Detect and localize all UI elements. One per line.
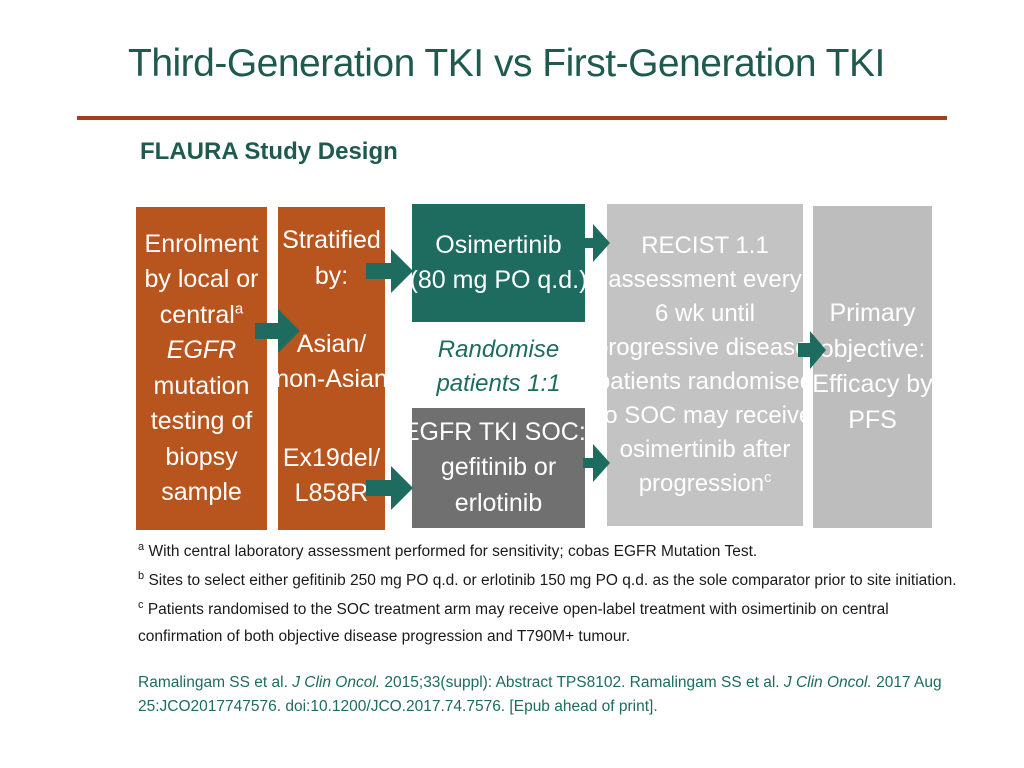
osimertinib-arm-box: Osimertinib (80 mg PO q.d.)	[409, 204, 588, 322]
osimertinib-line: (80 mg PO q.d.)	[409, 266, 588, 294]
footnote-a-text: With central laboratory assessment perfo…	[148, 543, 758, 560]
enrolment-line: biopsy	[165, 442, 238, 471]
ref-journal: J Clin Oncol.	[292, 674, 381, 691]
footnote-b: b Sites to select either gefitinib 250 m…	[138, 569, 957, 592]
stratified-line: by:	[314, 261, 349, 290]
footnote-c-continued: confirmation of both objective disease p…	[138, 625, 630, 648]
reference-line1: Ramalingam SS et al. J Clin Oncol. 2015;…	[138, 671, 942, 695]
enrolment-central-text: central	[159, 300, 235, 329]
stratified-line: Asian/	[296, 329, 367, 358]
stratified-factor-region: Asian/ non-Asian	[275, 302, 388, 422]
enrolment-line: centrala	[145, 298, 259, 334]
slide-title: Third-Generation TKI vs First-Generation…	[128, 42, 885, 85]
enrolment-box: Enrolment by local or centrala EGFR muta…	[136, 207, 267, 530]
footnote-b-text: Sites to select either gefitinib 250 mg …	[148, 572, 957, 589]
enrolment-line: testing of	[150, 407, 253, 435]
arrow-stratified-to-osimertinib	[366, 249, 413, 293]
footnote-marker-c: c	[764, 470, 772, 487]
enrolment-line: sample	[161, 478, 242, 506]
primary-line: PFS	[848, 405, 897, 434]
footnote-c-text-line1: Patients randomised to the SOC treatment…	[147, 601, 889, 618]
ref-text: Ramalingam SS et al.	[138, 674, 293, 691]
footnote-marker-b: b	[585, 417, 595, 435]
stratified-heading: Stratified by:	[278, 207, 385, 302]
randomise-line: patients 1:1	[436, 369, 561, 397]
soc-heading-text: EGFR TKI SOC:	[402, 417, 586, 446]
arrow-soc-to-recist	[583, 444, 610, 482]
reference-citation: Ramalingam SS et al. J Clin Oncol. 2015;…	[138, 671, 942, 719]
osimertinib-line: Osimertinib	[435, 230, 562, 259]
soc-line: gefitinib or	[440, 453, 557, 482]
footnote-a: a With central laboratory assessment per…	[138, 540, 757, 563]
primary-line: objective:	[819, 334, 926, 363]
recist-progression-text: progression	[638, 470, 765, 498]
stratified-line: Ex19del/	[282, 443, 381, 472]
enrolment-line: by local or	[144, 265, 259, 293]
recist-line: patients randomised	[596, 368, 814, 395]
recist-line: 6 wk until	[654, 299, 756, 327]
soc-arm-box: EGFR TKI SOC:b gefitinib or erlotinib	[403, 408, 594, 528]
recist-line: RECIST 1.1	[641, 231, 769, 259]
stratified-line: L858R	[294, 479, 369, 507]
randomise-line: Randomise	[437, 336, 560, 363]
soc-line: erlotinib	[454, 488, 543, 517]
footnote-c-text-line2: confirmation of both objective disease p…	[138, 628, 631, 645]
arrow-recist-to-primary	[798, 331, 826, 369]
reference-line2: 25:JCO2017747576. doi:10.1200/JCO.2017.7…	[138, 698, 658, 716]
ref-text: 2015;33(suppl): Abstract TPS8102. Ramali…	[380, 674, 784, 691]
footnote-c: c Patients randomised to the SOC treatme…	[138, 598, 889, 621]
footnote-marker-a: a	[234, 300, 244, 318]
stratified-line: Stratified	[282, 226, 381, 254]
recist-line: assessment every	[608, 265, 802, 293]
footnote-c-marker: c	[138, 598, 144, 611]
recist-line: osimertinib after	[619, 436, 791, 464]
primary-objective-box: Primary objective: Efficacy by PFS	[812, 206, 933, 528]
ref-journal: J Clin Oncol.	[783, 674, 872, 691]
arrow-osimertinib-to-recist	[583, 224, 610, 262]
enrolment-egfr: EGFR	[166, 336, 237, 364]
enrolment-line: Enrolment	[144, 229, 259, 258]
stratified-factor-mutation: Ex19del/ L858R	[278, 422, 385, 530]
footnote-b-marker: b	[138, 569, 145, 582]
arrow-stratified-to-soc	[366, 466, 413, 510]
arrow-enrolment-to-stratified	[255, 309, 300, 353]
soc-line: EGFR TKI SOC:b	[403, 415, 594, 451]
footnote-a-marker: a	[138, 540, 145, 553]
primary-line: Efficacy by	[812, 370, 933, 398]
enrolment-line: mutation	[153, 371, 250, 400]
recist-assessment-box: RECIST 1.1 assessment every 6 wk until p…	[595, 204, 815, 526]
randomise-label: Randomise patients 1:1	[412, 333, 585, 400]
stratified-line: non-Asian	[275, 365, 388, 393]
primary-line: Primary	[829, 299, 916, 327]
recist-line: progressionc	[595, 467, 815, 501]
stratified-box	[278, 207, 385, 530]
title-divider	[77, 116, 947, 120]
section-title: FLAURA Study Design	[140, 138, 398, 165]
ref-text: 2017 Aug	[871, 674, 942, 691]
recist-line: to SOC may receive	[597, 402, 813, 430]
recist-line: progressive disease;	[594, 333, 816, 361]
